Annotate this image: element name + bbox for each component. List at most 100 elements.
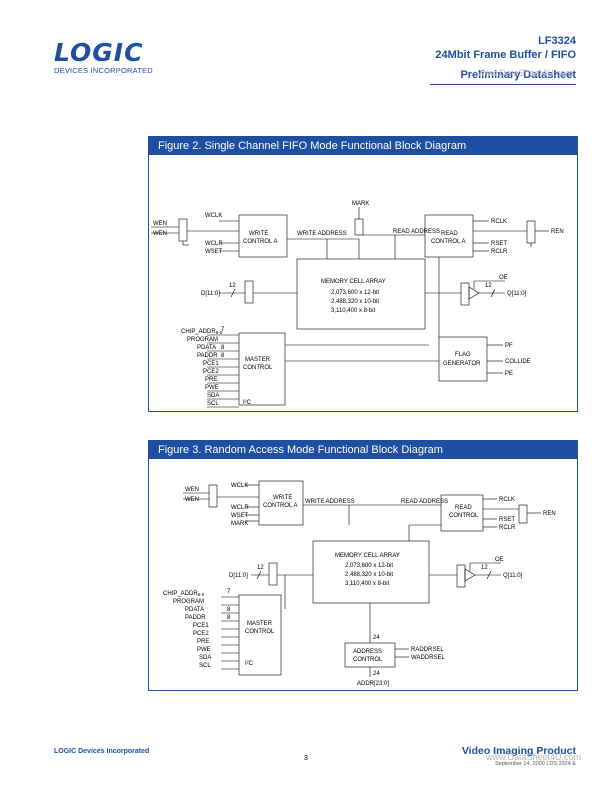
fig3-bus-7: 7 [227, 589, 231, 595]
fig3-bus-8: 8 [227, 607, 231, 613]
fig2-wclr-label: WCLR [205, 241, 223, 247]
fig2-memory-array-block [296, 258, 426, 330]
fig2-memory-title: MEMORY CELL ARRAY [321, 279, 386, 285]
fig2-write-address-label: WRITE ADDRESS [297, 231, 347, 237]
fig2-rclr-label: RCLR [491, 249, 508, 255]
fig3-read-control-block [440, 494, 484, 532]
figure-3: Figure 3. Random Access Mode Functional … [148, 440, 578, 691]
fig2-paddr-label: PADDR [197, 353, 218, 359]
figure-3-title: Figure 3. Random Access Mode Functional … [149, 441, 577, 459]
fig3-addr-in-label: ADDR[23:0] [357, 681, 389, 687]
fig2-master-line1: MASTER [245, 357, 271, 363]
fig2-mark-register [354, 218, 364, 236]
fig3-chip-addr-label: CHIP_ADDR6-0 [163, 591, 205, 597]
fig2-read-ctrl-line1: READ [441, 231, 458, 237]
fig3-memory-line2: 2,488,320 x 10-bit [345, 572, 393, 578]
fig3-memory-line3: 3,110,400 x 8-bit [345, 581, 390, 587]
fig2-flag-line2: GENERATOR [443, 361, 481, 367]
fig2-qout-register [460, 282, 470, 306]
fig2-write-ctrl-line2: CONTROL A [243, 239, 277, 245]
fig3-wclk-label: WCLK [231, 483, 248, 489]
fig2-oe-label: OE [499, 275, 508, 281]
fig2-bus-12-out: 12 [485, 283, 492, 289]
fig2-pdata-label: PDATA [197, 345, 216, 351]
fig2-pe-label: PE [505, 371, 513, 377]
fig2-din-label: D[11:0] [201, 291, 220, 297]
part-number: LF3324 [538, 35, 576, 47]
fig2-master-line2: CONTROL [243, 365, 273, 371]
fig3-qout-register [456, 564, 466, 588]
document-type: Preliminary Datasheet [460, 69, 576, 81]
fig3-memory-array-block [312, 540, 430, 604]
fig3-wclr-label: WCLR [231, 505, 249, 511]
fig3-rclr-label: RCLR [499, 525, 516, 531]
fig3-write-ctrl-line1: WRITE [273, 495, 292, 501]
fig2-memory-line3: 3,110,400 x 8-bit [331, 308, 376, 314]
fig3-memory-line1: 2,073,600 x 12-bit [345, 563, 393, 569]
fig2-master-control-block [238, 332, 286, 406]
fig2-read-control-block [424, 214, 474, 258]
fig3-bus-8b: 8 [227, 615, 231, 621]
fig3-wset-label: WSET [231, 513, 249, 519]
fig3-bus-24b: 24 [373, 671, 380, 677]
fig3-ren-label: REN [543, 511, 556, 517]
fig3-raddrsel-label: RADDRSEL [411, 647, 444, 653]
fig3-master-line2: CONTROL [245, 629, 275, 635]
figure-3-diagram: WEN WEN WCLK WCLR WSET MARK WRITE CONTRO… [163, 480, 556, 687]
fig2-bus-12-in: 12 [229, 283, 236, 289]
fig2-pce2-label: PCE2 [203, 369, 219, 375]
fig3-write-ctrl-line2: CONTROL A [263, 503, 297, 509]
fig3-waddrsel-label: WADDRSEL [411, 655, 445, 661]
fig2-scl-label: SCL [207, 401, 219, 407]
fig2-wclk-label: WCLK [205, 213, 222, 219]
fig2-flag-line1: FLAG [455, 352, 471, 358]
fig2-wen-label: WEN [153, 221, 167, 227]
fig3-pce1-label: PCE1 [193, 623, 209, 629]
fig2-read-ctrl-line2: CONTROL A [431, 239, 465, 245]
fig3-pre-label: PRE [197, 639, 209, 645]
fig3-scl-label: SCL [199, 663, 211, 669]
fig2-bus-8b: 8 [221, 353, 225, 359]
watermark-bottom: www.DataSheet4U.com [486, 752, 582, 762]
fig3-pwe-label: PWE [197, 647, 211, 653]
footer-company: LOGIC Devices Incorporated [54, 748, 150, 755]
fig2-wset-label: WSET [205, 249, 223, 255]
page-number: 3 [304, 755, 308, 762]
fig2-pwe-label: PWE [205, 385, 219, 391]
fig3-addr-ctrl-line2: CONTROL [353, 657, 383, 663]
part-description: 24Mbit Frame Buffer / FIFO [435, 49, 576, 61]
fig2-memory-line1: 2,073,600 x 12-bit [331, 290, 379, 296]
fig3-rset-label: RSET [499, 517, 515, 523]
fig2-rset-label: RSET [491, 241, 507, 247]
fig3-rclk-label: RCLK [499, 497, 515, 503]
fig3-master-control-block [238, 594, 282, 676]
fig3-master-line1: MASTER [247, 621, 273, 627]
fig3-wen-label: WEN [185, 487, 199, 493]
fig3-read-ctrl-line1: READ [455, 505, 472, 511]
fig3-din-label: D[11:0] [229, 573, 248, 579]
fig3-bus-12-out: 12 [481, 565, 488, 571]
fig3-write-address-label: WRITE ADDRESS [305, 499, 355, 505]
fig2-sda-label: SDA [207, 393, 219, 399]
header-rule [430, 84, 576, 85]
fig2-wen2-label: WEN [153, 231, 167, 237]
fig3-write-control-block [258, 480, 304, 526]
fig3-read-address-label: READ ADDRESS [401, 499, 448, 505]
fig2-bus-8: 8 [221, 345, 225, 351]
figure-2-diagram: WEN WEN WCLK WCLR WSET WRITE CONTROL A M… [151, 201, 564, 408]
fig2-pce1-label: PCE1 [203, 361, 219, 367]
fig2-memory-line2: 2,488,320 x 10-bit [331, 299, 379, 305]
footer-date: September 14, 2000 LDS.3324 E [494, 761, 576, 767]
fig2-i2c-label: I²C [243, 400, 252, 406]
fig2-din-register [244, 280, 254, 304]
fig2-flag-generator-block [438, 336, 488, 382]
fig3-bus-24: 24 [373, 635, 380, 641]
company-logo: LOGIC [54, 38, 144, 67]
fig2-qout-label: Q[11:0] [507, 291, 527, 297]
fig2-write-ctrl-line1: WRITE [249, 231, 268, 237]
fig3-sda-label: SDA [199, 655, 211, 661]
figure-2: Figure 2. Single Channel FIFO Mode Funct… [148, 136, 578, 412]
fig2-ren-register [526, 220, 536, 244]
figure-2-title: Figure 2. Single Channel FIFO Mode Funct… [149, 137, 577, 155]
fig3-paddr-label: PADDR [185, 615, 206, 621]
